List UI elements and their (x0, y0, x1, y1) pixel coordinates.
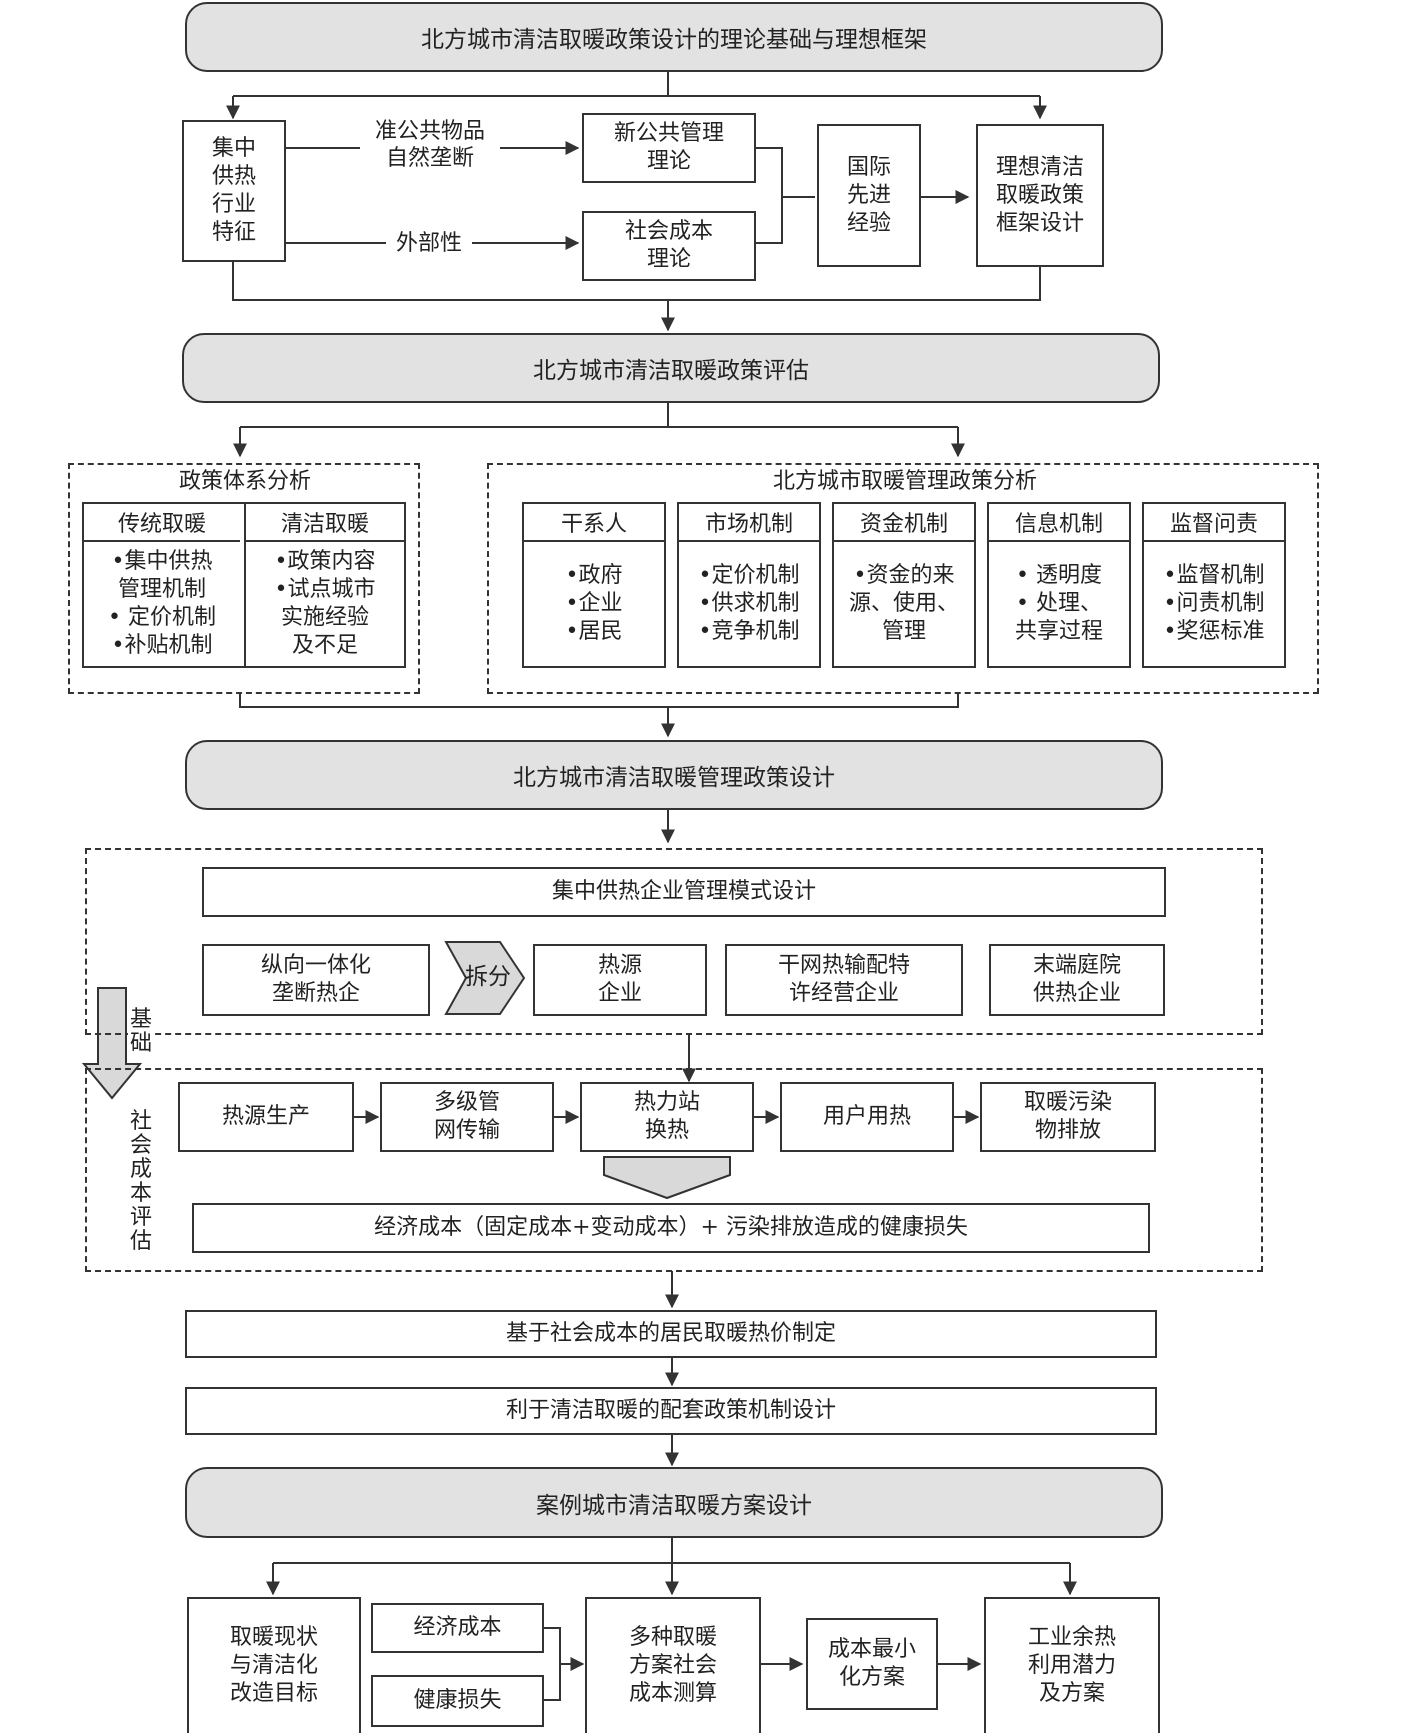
chain-station-exchange: 热力站 换热 (580, 1082, 754, 1152)
heating-industry-features: 集中 供热 行业 特征 (182, 120, 286, 262)
table-header: 清洁取暖 (246, 504, 404, 542)
chain-heat-production: 热源生产 (178, 1082, 354, 1152)
edge-label-externality: 外部性 (386, 230, 472, 257)
terminal-enterprise-box: 末端庭院 供热企业 (989, 944, 1165, 1016)
table-cell: •定价机制 •供求机制 •竞争机制 (698, 563, 800, 644)
min-cost-box: 成本最小 化方案 (806, 1618, 938, 1710)
social-cost-eval-label: 社会成本评估 (129, 1109, 152, 1254)
edge-label-public-goods: 准公共物品 自然垄断 (360, 118, 500, 172)
supporting-policy-box: 利于清洁取暖的配套政策机制设计 (185, 1387, 1157, 1435)
mgmt-col-stakeholders: 干系人 •政府 •企业 •居民 (522, 502, 666, 668)
chain-pollutant-emission: 取暖污染 物排放 (980, 1082, 1156, 1152)
table-header: 监督问责 (1144, 504, 1284, 542)
table-cell: •监督机制 •问责机制 •奖惩标准 (1163, 563, 1265, 644)
basis-label: 基础 (128, 1007, 154, 1056)
ideal-framework-box: 理想清洁 取暖政策 框架设计 (976, 124, 1104, 267)
health-loss-box: 健康损失 (371, 1675, 544, 1727)
case-banner: 案例城市清洁取暖方案设计 (185, 1467, 1163, 1538)
mgmt-policy-group (487, 463, 1319, 694)
policy-system-group (68, 463, 420, 694)
chevron-down-icon (603, 1156, 731, 1200)
policy-system-title: 政策体系分析 (150, 468, 340, 495)
social-cost-group (85, 1068, 1263, 1272)
table-header: 市场机制 (679, 504, 819, 542)
design-banner: 北方城市清洁取暖管理政策设计 (185, 740, 1163, 810)
table-cell: •资金的来 源、使用、 管理 (848, 563, 959, 644)
evaluation-banner: 北方城市清洁取暖政策评估 (182, 333, 1160, 403)
mgmt-col-information: 信息机制 • 透明度 • 处理、 共享过程 (987, 502, 1131, 668)
table-header: 信息机制 (989, 504, 1129, 542)
table-cell: • 透明度 • 处理、 共享过程 (1014, 563, 1103, 644)
industrial-heat-box: 工业余热 利用潜力 及方案 (984, 1597, 1160, 1733)
chain-user-consumption: 用户用热 (780, 1082, 954, 1152)
grid-enterprise-box: 干网热输配特 许经营企业 (725, 944, 963, 1016)
vertical-monopoly-box: 纵向一体化 垄断热企 (202, 944, 430, 1016)
policy-system-table: 传统取暖 清洁取暖 •集中供热 管理机制 • 定价机制 •补贴机制 •政策内容 … (82, 502, 406, 668)
intl-experience-box: 国际 先进 经验 (817, 124, 921, 267)
table-header: 传统取暖 (84, 504, 240, 542)
status-goal-box: 取暖现状 与清洁化 改造目标 (187, 1597, 361, 1733)
mode-design-group (85, 848, 1263, 1035)
mode-design-box: 集中供热企业管理模式设计 (202, 867, 1166, 917)
price-setting-box: 基于社会成本的居民取暖热价制定 (185, 1310, 1157, 1358)
basis-down-arrow (81, 987, 143, 1100)
table-cell: •政府 •企业 •居民 (565, 563, 623, 644)
mgmt-col-funding: 资金机制 •资金的来 源、使用、 管理 (832, 502, 976, 668)
heat-source-enterprise-box: 热源 企业 (533, 944, 707, 1016)
mgmt-policy-title: 北方城市取暖管理政策分析 (740, 468, 1070, 495)
table-header: 干系人 (524, 504, 664, 542)
table-header: 资金机制 (834, 504, 974, 542)
npm-theory-box: 新公共管理 理论 (582, 113, 756, 183)
table-cell: •政策内容 •试点城市 实施经验 及不足 (274, 549, 376, 658)
mgmt-col-market: 市场机制 •定价机制 •供求机制 •竞争机制 (677, 502, 821, 668)
cost-formula-box: 经济成本（固定成本+变动成本）+ 污染排放造成的健康损失 (192, 1203, 1150, 1253)
social-cost-theory-box: 社会成本 理论 (582, 211, 756, 281)
mgmt-col-supervision: 监督问责 •监督机制 •问责机制 •奖惩标准 (1142, 502, 1286, 668)
economic-cost-box: 经济成本 (371, 1603, 544, 1653)
table-cell: •集中供热 管理机制 • 定价机制 •补贴机制 (108, 549, 216, 658)
top-title-banner: 北方城市清洁取暖政策设计的理论基础与理想框架 (185, 2, 1163, 72)
split-label: 拆分 (465, 964, 511, 990)
split-arrow-shape (444, 941, 526, 1015)
chain-network-transmission: 多级管 网传输 (380, 1082, 554, 1152)
multi-scheme-box: 多种取暖 方案社会 成本测算 (585, 1597, 761, 1733)
